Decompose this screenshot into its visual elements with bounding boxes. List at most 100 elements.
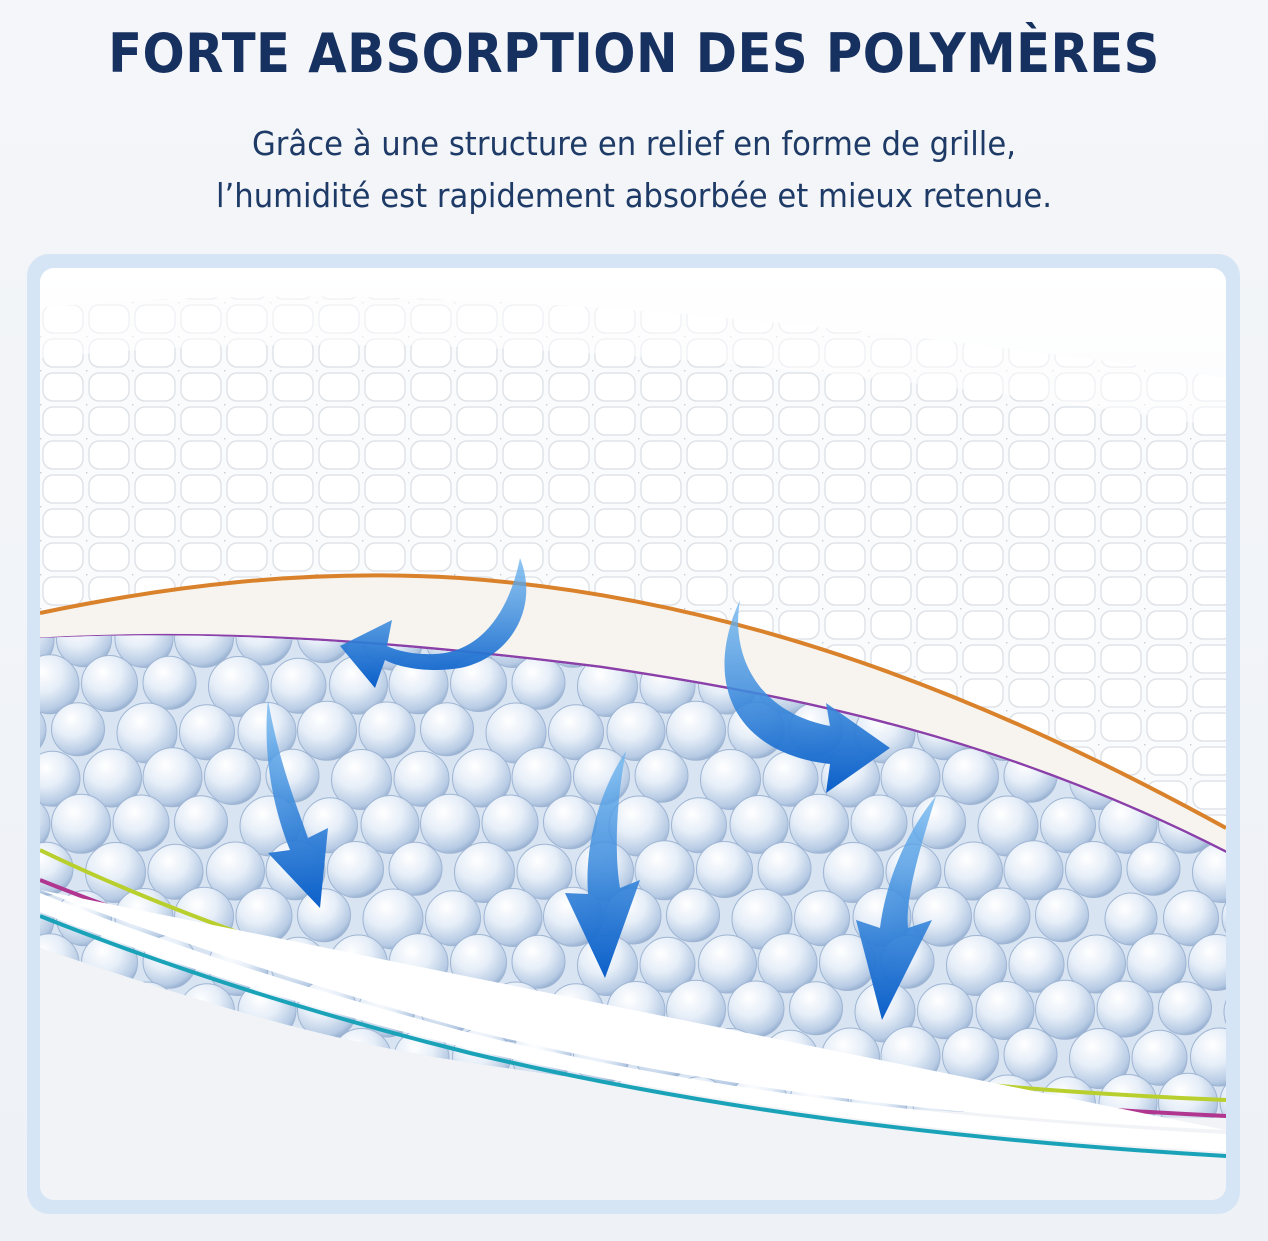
polymer-bead (880, 747, 941, 808)
polymer-bead (147, 843, 204, 900)
subtitle-line-1: Grâce à une structure en relief en forme… (252, 124, 1016, 163)
polymer-bead (666, 888, 720, 943)
polymer-bead (942, 748, 999, 805)
polymer-bead (83, 748, 142, 808)
arrow-curved-icon (340, 558, 527, 688)
polymer-bead (393, 750, 450, 807)
polymer-bead (40, 701, 47, 759)
polymer-bead (543, 795, 597, 850)
down-arrow-2 (565, 751, 640, 978)
polymer-bead (452, 748, 511, 808)
polymer-bead (114, 635, 174, 668)
polymer-bead (40, 635, 55, 671)
polymer-bead (1065, 841, 1122, 898)
polymer-bead (729, 795, 789, 854)
polymer-bead (1040, 797, 1096, 854)
polymer-bead (1067, 934, 1126, 994)
polymer-bead (297, 888, 351, 943)
polymer-bead (975, 981, 1035, 1040)
polymer-bead (40, 841, 74, 896)
polymer-bead (1158, 1072, 1218, 1118)
polymer-bead (81, 655, 138, 712)
arrow-down-icon (565, 751, 640, 978)
polymer-bead (511, 747, 572, 808)
curved-arrow-left (340, 558, 527, 688)
polymer-bead (912, 886, 972, 947)
arrow-curved-icon (724, 600, 890, 793)
polymer-bead (634, 840, 695, 901)
polymer-bead (1035, 979, 1095, 1040)
polymer-bead (823, 842, 884, 903)
polymer-bead (516, 843, 573, 900)
polymer-bead (483, 888, 543, 947)
top-layer-edge (40, 575, 1226, 853)
polymer-bead (700, 749, 761, 810)
polymer-bead (1035, 888, 1089, 943)
polymer-bead (358, 701, 416, 759)
polymer-bead (1003, 1027, 1058, 1082)
orange-layer-line (40, 573, 1226, 830)
polymer-bead (174, 795, 228, 850)
polymer-bead (420, 702, 474, 757)
polymer-bead (789, 793, 849, 854)
polymer-bead (671, 797, 727, 854)
polymer-bead (40, 654, 80, 715)
polymer-bead (850, 794, 908, 852)
polymer-bead (1126, 933, 1187, 994)
polymer-bead (757, 841, 812, 896)
polymer-bead (1008, 936, 1065, 993)
arrow-down-icon (856, 796, 936, 1020)
polymer-bead (174, 635, 234, 668)
polymer-bead (204, 748, 261, 805)
polymer-bead (40, 750, 81, 807)
polymer-bead (1069, 1028, 1130, 1089)
polymer-bead (794, 890, 850, 947)
polymer-bead (112, 794, 170, 852)
polymer-bead (56, 635, 112, 668)
polymer-bead (666, 700, 726, 761)
down-arrow-3 (856, 796, 936, 1020)
polymer-bead (179, 704, 235, 761)
polymer-bead (944, 841, 1003, 901)
polymer-bead (142, 747, 203, 808)
polymer-bead (388, 841, 443, 896)
absorbent-layers-illustration (40, 268, 1226, 1200)
polymer-bead (946, 935, 1007, 996)
polymer-bead (1126, 841, 1181, 896)
polymer-bead (1219, 1073, 1226, 1118)
polymer-bead (511, 655, 566, 710)
polymer-bead (789, 981, 843, 1036)
teal-layer-line (40, 914, 1226, 1158)
polymer-bead (1003, 840, 1064, 901)
polymer-bead (297, 700, 357, 761)
polymer-bead (634, 748, 689, 803)
polymer-bead (51, 702, 105, 757)
polymer-bead (270, 657, 327, 714)
polymer-bead (1158, 981, 1212, 1036)
polymer-bead (639, 936, 696, 993)
polymer-bead (1096, 980, 1154, 1038)
polymer-bead (208, 656, 269, 717)
polymer-bead (206, 841, 265, 901)
polymer-bead (327, 841, 384, 898)
polymer-bead (912, 795, 966, 850)
polymer-bead (973, 887, 1031, 945)
polymer-bead (548, 704, 604, 761)
page-title: FORTE ABSORPTION DES POLYMÈRES (108, 22, 1160, 85)
illustration-panel (40, 268, 1226, 1200)
polymer-bead (1223, 981, 1226, 1043)
polymer-bead (1098, 1074, 1158, 1118)
polymer-bead (757, 933, 818, 994)
polymer-bead (1188, 934, 1226, 991)
polymer-bead (40, 888, 55, 950)
polymer-bead (481, 794, 539, 852)
polymer-bead (1221, 888, 1226, 947)
curved-arrow-right (724, 600, 890, 793)
polymer-bead (698, 934, 757, 994)
polymer-bead (917, 983, 973, 1040)
polymer-bead (40, 795, 51, 854)
arrow-down-icon (266, 700, 328, 908)
polymer-bead (51, 793, 111, 854)
polymer-bead (425, 890, 481, 947)
polymer-bead (696, 841, 753, 898)
